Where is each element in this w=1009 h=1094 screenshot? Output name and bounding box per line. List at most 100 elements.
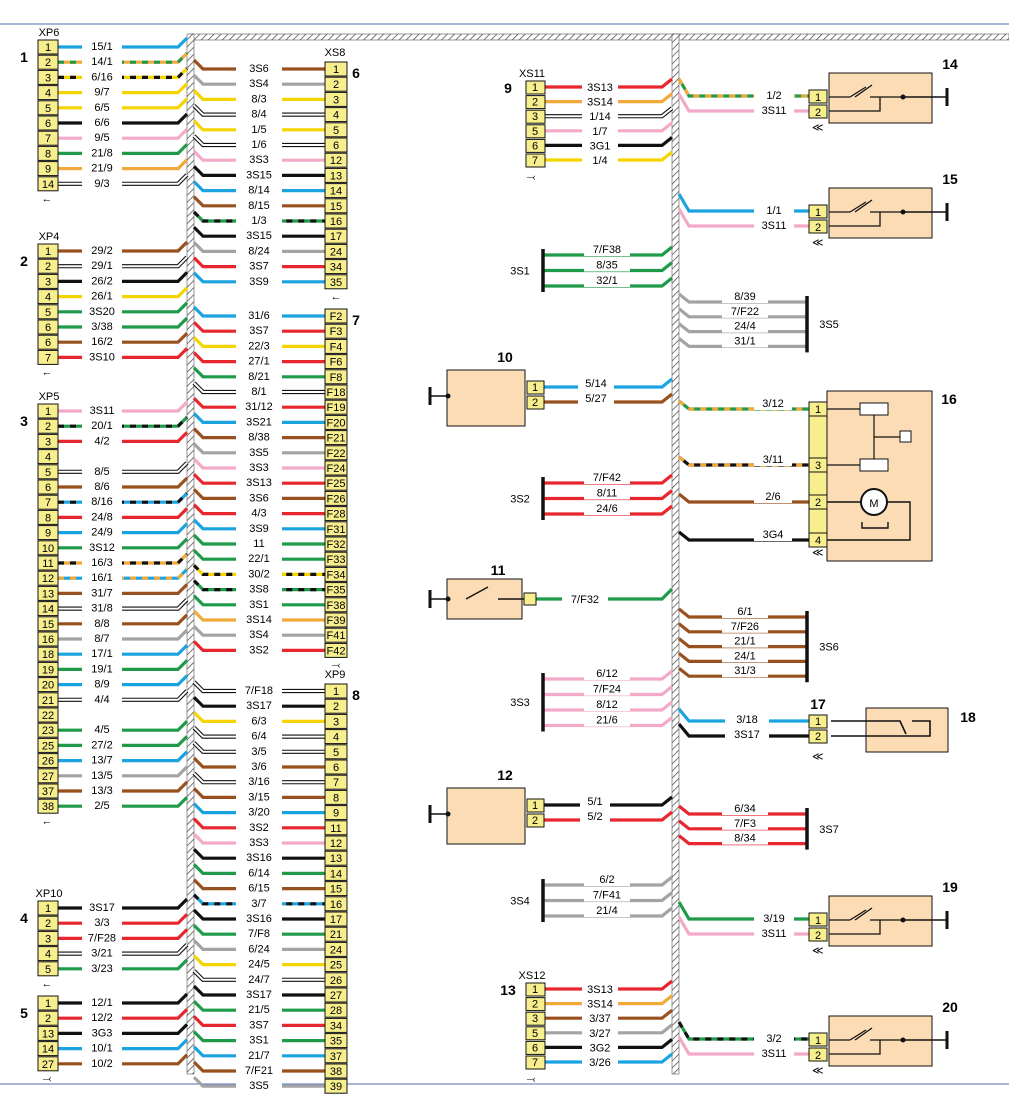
connector-2-pin (37, 304, 59, 320)
wire-label: 8/9 (94, 679, 109, 691)
pin-number: 5 (333, 747, 339, 759)
wire (58, 128, 189, 140)
connector-3-pin (37, 737, 59, 753)
pin-number: 21 (42, 695, 54, 707)
connector-9-pin (525, 95, 546, 110)
connector-3-pin (37, 403, 59, 419)
connector-3-pin (37, 601, 59, 617)
wire-label: 8/21 (248, 371, 269, 383)
connector-3-pin (37, 555, 59, 571)
pin-number: 2 (45, 421, 51, 433)
pin-number: 9 (45, 164, 51, 176)
wire-label: 8/38 (248, 432, 269, 444)
connector-number: 3 (20, 413, 28, 429)
wire-label: 3/2 (766, 1033, 781, 1045)
wire-label: 24/8 (91, 511, 112, 523)
pin-number: 6 (532, 1042, 538, 1054)
wire-label: 3S16 (246, 913, 272, 925)
wire-label: 3S3 (249, 837, 269, 849)
connector-6-pin (324, 137, 348, 153)
pin-number: 1 (45, 903, 51, 915)
connector-symbol: ≪ (812, 547, 824, 559)
wire (192, 473, 325, 485)
connector-7-pin (324, 323, 348, 339)
connector-13-pin (525, 1011, 546, 1026)
connector-4-pin (37, 930, 59, 946)
motor-label: M (869, 498, 878, 510)
wire-label: 24/6 (596, 503, 617, 515)
wire-label: 5/2 (587, 811, 602, 823)
splice-name: 3S7 (819, 824, 839, 836)
pin-number: 2 (532, 97, 538, 109)
connector-8-pin (324, 729, 348, 745)
device-10-pin (526, 395, 545, 410)
wire (58, 255, 189, 269)
connector-3-pin (37, 540, 59, 556)
wire (58, 1008, 189, 1020)
pin-number: 14 (42, 179, 54, 191)
device-number: 12 (497, 767, 513, 783)
wire-label: 6/16 (91, 71, 112, 83)
connector-1-pin (37, 161, 59, 177)
connector-4-pin (37, 961, 59, 977)
wire (192, 1045, 325, 1058)
wire (58, 461, 189, 474)
wire-label: 3S6 (249, 63, 269, 75)
wire (192, 924, 325, 936)
wire (58, 913, 189, 925)
wire-label: 24/9 (91, 527, 112, 539)
wire (192, 165, 325, 177)
pin-number: 19 (42, 664, 54, 676)
sensor-icon (831, 720, 931, 737)
wire-label: 3S11 (762, 220, 787, 232)
wire-label: 21/1 (734, 636, 755, 648)
pin-number: 12 (42, 573, 54, 585)
connector-6-pin (324, 243, 348, 259)
connector-13-pin (525, 997, 546, 1012)
wire (192, 336, 325, 348)
connector-8-pin (324, 1033, 348, 1049)
pin-number: 2 (333, 701, 339, 713)
wire-label: 26/2 (91, 275, 112, 287)
wire (543, 276, 673, 288)
switch-icon (829, 1029, 902, 1055)
pin-number: F6 (330, 357, 343, 369)
connector-6-pin (324, 76, 348, 92)
wire-label: 15/1 (91, 41, 112, 53)
connector-3-pin (37, 677, 59, 693)
pin-number: 37 (330, 1051, 342, 1063)
wire (192, 271, 325, 284)
wire-label: 31/8 (91, 603, 112, 615)
wire-label: 3S10 (89, 351, 115, 363)
wire (192, 549, 325, 561)
connector-8-pin (324, 1078, 348, 1094)
wire-label: 3S13 (587, 82, 613, 94)
pin-number: 2 (815, 1050, 821, 1062)
connector-2-pin (37, 319, 59, 335)
wire-label: 3S12 (89, 542, 115, 554)
wire-label: 29/1 (91, 260, 112, 272)
switch-19-pin (808, 912, 828, 927)
pin-number: F4 (330, 341, 343, 353)
wire-label: 21/6 (596, 715, 617, 727)
wire (192, 594, 325, 607)
pin-number: 1 (815, 404, 821, 416)
pin-number: F8 (330, 372, 343, 384)
wire (58, 36, 189, 49)
wire (58, 1023, 189, 1035)
device-10-pin (526, 380, 545, 395)
connector-7-pin (324, 308, 348, 324)
wire-label: 21/7 (248, 1050, 269, 1062)
wire (58, 271, 189, 283)
connector-number: 13 (500, 982, 516, 998)
wire-label: 2/5 (94, 800, 109, 812)
wire-label: 6/4 (251, 731, 266, 743)
wire (58, 689, 189, 702)
connector-3-pin (37, 661, 59, 677)
wire-label: 3/19 (763, 913, 784, 925)
connector-8-pin (324, 1048, 348, 1064)
wire-label: 3/5 (251, 746, 266, 758)
wire-label: 3/27 (589, 1028, 610, 1040)
wire (192, 119, 325, 132)
wire-label: 10/2 (91, 1058, 112, 1070)
